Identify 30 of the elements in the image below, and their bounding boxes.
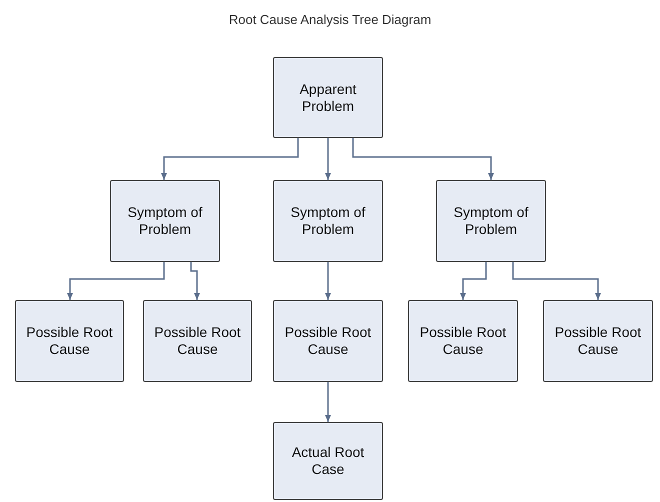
process-box [15, 300, 124, 382]
box-label: Actual Root Case [290, 444, 366, 478]
arrow [512, 262, 601, 300]
process-box [110, 180, 220, 262]
arrow [161, 138, 299, 180]
process-box [273, 300, 383, 382]
arrow [190, 262, 200, 300]
box-label: Symptom of Problem [126, 204, 204, 238]
process-box [543, 300, 653, 382]
process-box [143, 300, 252, 382]
arrow [352, 138, 494, 180]
box-label: Possible Root Cause [418, 324, 508, 358]
process-box [273, 180, 383, 262]
arrow [460, 262, 487, 300]
box-label: Possible Root Cause [153, 324, 242, 358]
box-label: Apparent Problem [298, 80, 358, 114]
arrow [325, 382, 331, 422]
diagram-title: Root Cause Analysis Tree Diagram [228, 12, 432, 27]
box-label: Possible Root Cause [25, 324, 114, 358]
process-box [436, 180, 546, 262]
box-label: Possible Root Cause [554, 324, 642, 358]
arrow [325, 262, 331, 300]
process-box [408, 300, 518, 382]
process-box [273, 422, 383, 500]
box-label: Symptom of Problem [290, 204, 366, 238]
box-label: Symptom of Problem [452, 204, 530, 238]
arrow [325, 138, 331, 180]
box-label: Possible Root Cause [284, 324, 372, 358]
process-box [273, 57, 383, 138]
arrow [67, 262, 165, 300]
